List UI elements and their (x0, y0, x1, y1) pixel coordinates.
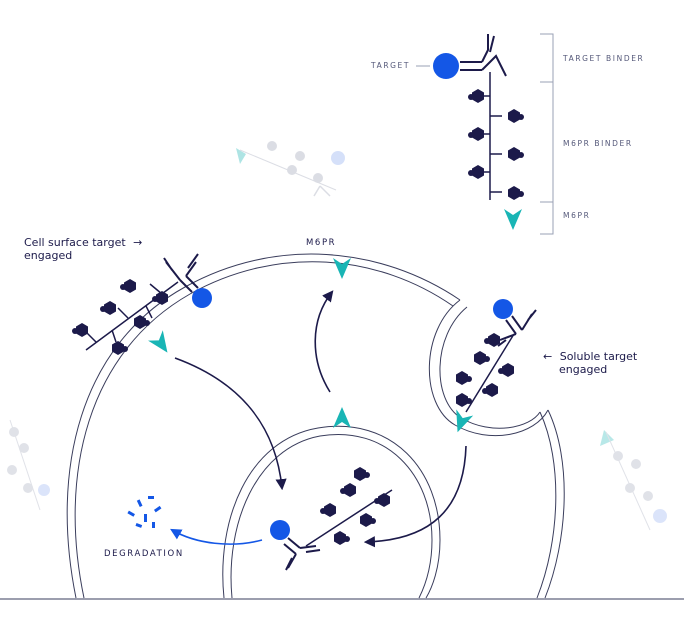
legend-target-binder-label: TARGET BINDER (563, 54, 645, 63)
recycle-arrow (314, 290, 334, 393)
receptor-lysosome (333, 407, 351, 428)
cell-surface-label: Cell surface target → engaged (24, 236, 142, 262)
legend-m6pr-label: M6PR (563, 211, 591, 220)
lysosome (222, 425, 441, 599)
internalization-arrow (174, 357, 287, 491)
legend-m6pr-binder-label: M6PR BINDER (563, 139, 633, 148)
faded-molecule-right (600, 430, 667, 531)
faded-molecule-left (7, 419, 50, 511)
arrow-left-icon: ← (543, 350, 553, 363)
lysosome-complex (270, 467, 393, 571)
legend-molecule (433, 34, 524, 230)
target-dot (433, 53, 459, 79)
degradation-arrow (170, 528, 263, 545)
soluble-complex (449, 299, 537, 436)
soluble-transport-arrow (363, 445, 467, 548)
soluble-label-line2: engaged (559, 363, 608, 376)
soluble-label: ← Soluble target engaged (543, 350, 637, 376)
soluble-label-line1: Soluble target (559, 350, 638, 363)
cell-surface-label-line2: engaged (24, 249, 73, 262)
degradation-fragments-icon (127, 496, 162, 528)
legend-target-label: TARGET (371, 61, 411, 70)
arrow-right-icon: → (133, 236, 143, 249)
degradation-label: DEGRADATION (104, 549, 184, 559)
faded-molecule-top (236, 141, 345, 197)
endosome-pocket (428, 299, 549, 437)
surface-complex (72, 253, 212, 358)
m6pr-top-label: M6PR (306, 238, 337, 248)
legend-bracket (540, 33, 554, 235)
cell-surface-label-line1: Cell surface target (24, 236, 126, 249)
cell-membrane (66, 253, 565, 599)
receptor-top (333, 258, 351, 279)
